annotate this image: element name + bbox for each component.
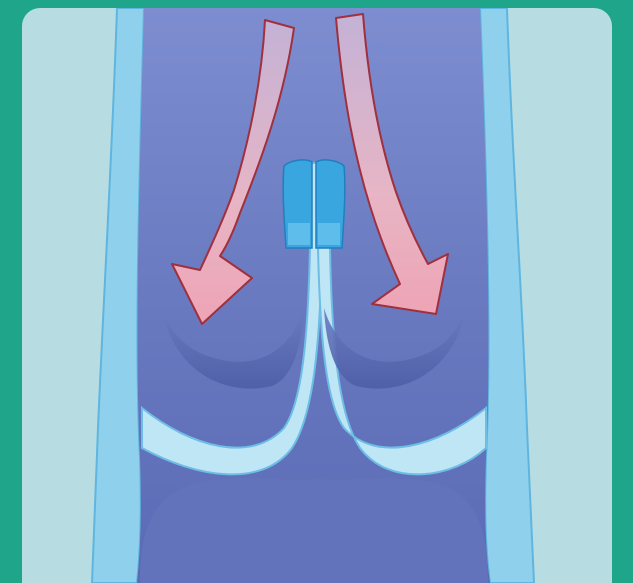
vein-valve-illustration bbox=[22, 8, 612, 583]
valve-tip-highlight-left bbox=[288, 223, 310, 245]
diagram-panel bbox=[22, 8, 612, 583]
valve-tip-highlight-right bbox=[318, 223, 340, 245]
lower-chamber bbox=[140, 478, 488, 583]
